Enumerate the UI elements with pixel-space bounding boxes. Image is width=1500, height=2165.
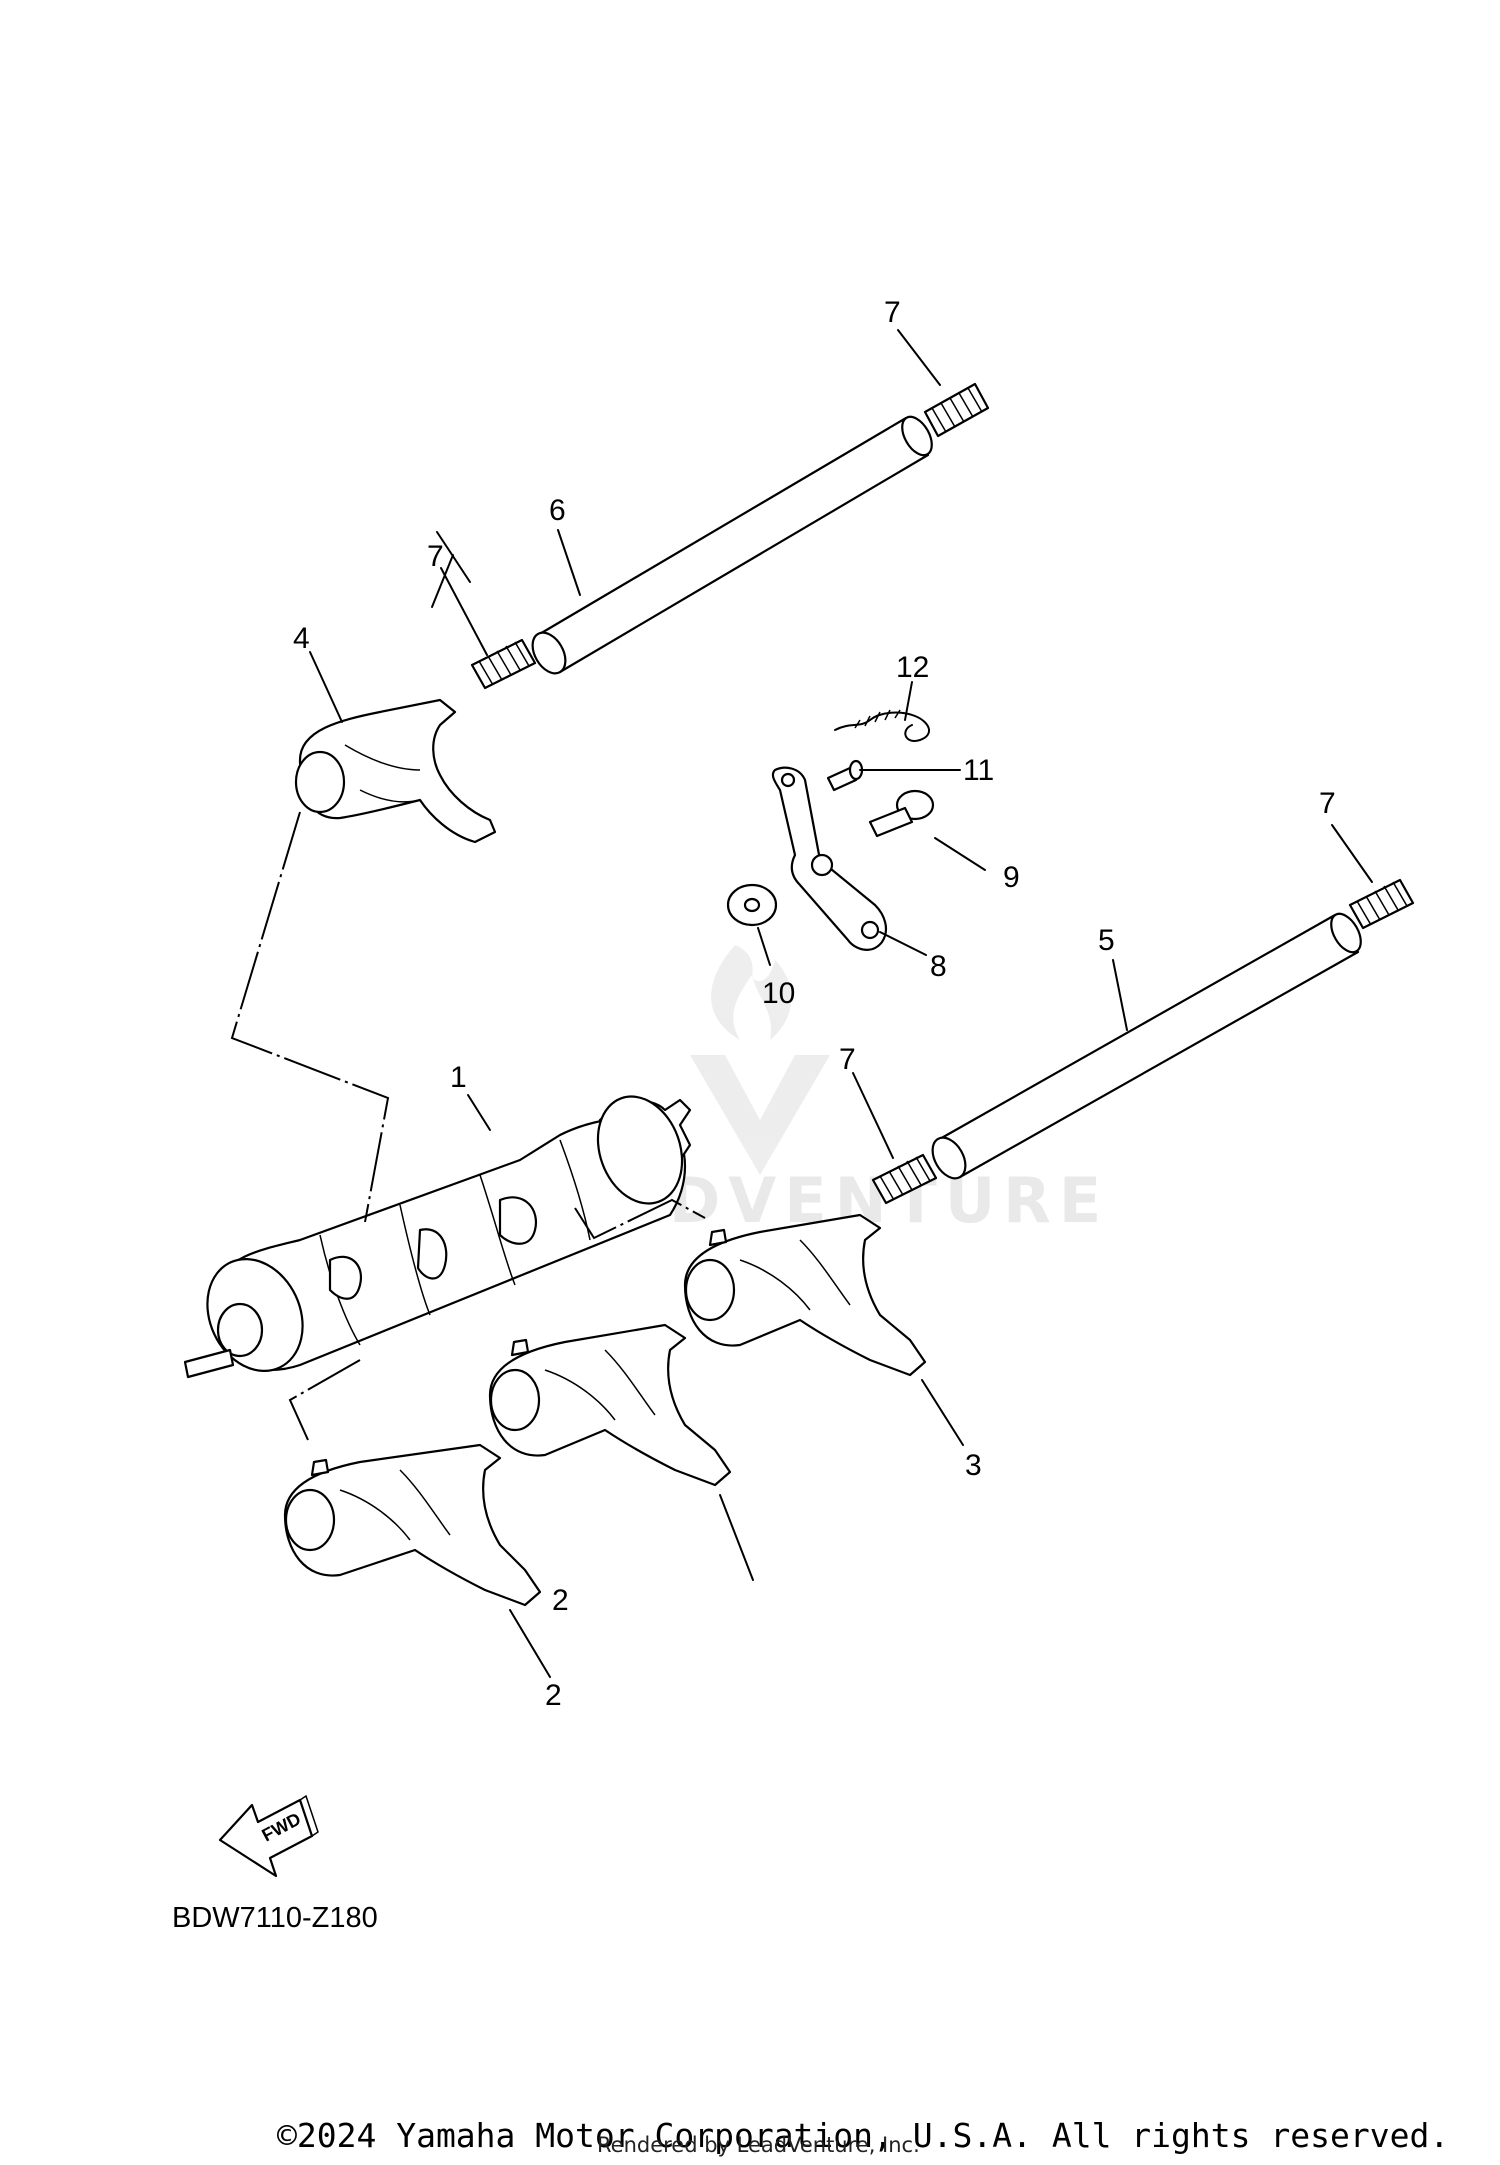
spring-7-mid — [470, 638, 537, 690]
alignment-line-fork-4 — [230, 811, 390, 1223]
fwd-arrow-icon: FWD — [218, 1794, 319, 1878]
shift-fork-4 — [294, 698, 497, 844]
callout-10: 10 — [762, 977, 795, 1010]
callout-7-top: 7 — [884, 296, 901, 329]
spring-12 — [834, 709, 930, 742]
spring-7-right — [1348, 878, 1415, 930]
spring-7-lower — [871, 1153, 938, 1205]
pin-11 — [826, 759, 864, 792]
copyright-notice: ©2024 Yamaha Motor Corporation, U.S.A. A… — [277, 2116, 1449, 2155]
callout-5: 5 — [1098, 924, 1115, 957]
bolt-9 — [868, 789, 935, 838]
shift-fork-shaft-6 — [531, 415, 933, 675]
diagram-code: BDW7110-Z180 — [172, 1902, 378, 1934]
callout-2-lower: 2 — [545, 1679, 562, 1712]
alignment-line-fork-2-lower — [288, 1359, 361, 1441]
shift-drum-1 — [183, 1095, 692, 1379]
leadventure-logo-icon — [690, 945, 830, 1175]
alignment-line-fork-3 — [574, 1198, 706, 1240]
callout-8: 8 — [930, 950, 947, 983]
rendered-by-notice: Rendered by LeadVenture, Inc. — [597, 2133, 920, 2157]
leader-lines — [309, 329, 1373, 1678]
callout-7-right: 7 — [1319, 787, 1336, 820]
callout-1: 1 — [450, 1061, 467, 1094]
callout-3: 3 — [965, 1449, 982, 1482]
washer-10 — [726, 883, 778, 927]
callout-2-middle: 2 — [552, 1584, 569, 1617]
callout-12: 12 — [896, 651, 929, 684]
callout-7-mid: 7 — [427, 540, 444, 573]
shift-fork-2-middle — [488, 1323, 732, 1487]
spring-7-top — [923, 382, 990, 438]
callout-4: 4 — [293, 622, 310, 655]
shift-lever-8 — [771, 766, 888, 951]
shift-fork-3 — [683, 1213, 927, 1377]
shift-fork-2-lower — [283, 1443, 542, 1607]
callout-11: 11 — [963, 754, 994, 787]
callout-7-lower: 7 — [839, 1043, 856, 1076]
callout-9: 9 — [1003, 861, 1020, 894]
callout-6: 6 — [549, 494, 566, 527]
shift-fork-shaft-5 — [931, 912, 1362, 1180]
callout-labels: 1 2 2 3 4 5 6 7 7 7 7 8 9 10 11 12 — [293, 296, 1336, 1712]
